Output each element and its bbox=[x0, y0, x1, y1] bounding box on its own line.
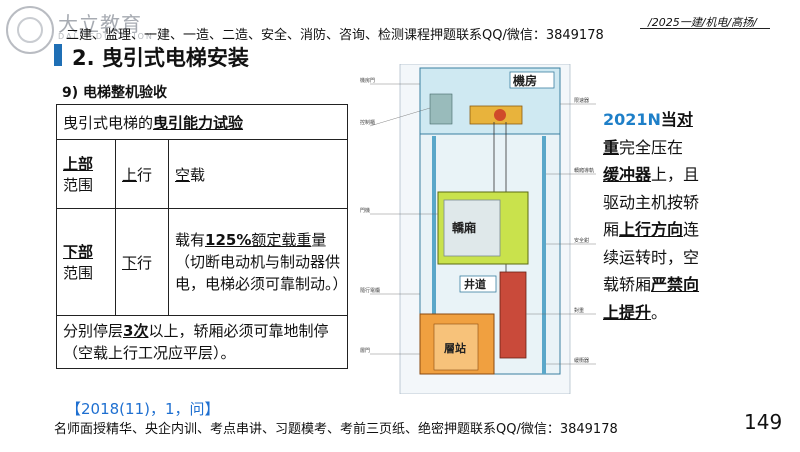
label-car-rail: 轎廂導軌 bbox=[574, 167, 594, 174]
table-header: 曳引式电梯的曳引能力试验 bbox=[56, 104, 348, 140]
label-door-operator: 門機 bbox=[360, 207, 370, 214]
elevator-diagram: 機房 轎廂 井道 層站 機房門 控制櫃 門機 隨行電纜 層門 限速器 轎廂導軌 … bbox=[360, 64, 596, 394]
range-cell: 上部范围 bbox=[56, 139, 116, 209]
traction-sheave bbox=[494, 109, 506, 121]
car-guide-rail-right bbox=[542, 136, 546, 374]
car-cabin bbox=[443, 199, 501, 257]
contact-banner: 二建、监理、一建、一造、二造、安全、消防、咨询、检测课程押题联系QQ/微信：38… bbox=[66, 28, 604, 43]
label-counterweight: 對重 bbox=[574, 307, 584, 314]
direction-cell: 上行 bbox=[115, 139, 169, 209]
title-accent bbox=[54, 44, 62, 66]
footer-banner: 名师面授精华、央企内训、考点串讲、习题模考、考前三页纸、绝密押题联系QQ/微信：… bbox=[54, 422, 618, 437]
divider bbox=[640, 28, 770, 29]
traction-test-table: 曳引式电梯的曳引能力试验 上部范围 上行 空载 下部范围 下行 载有125%额定… bbox=[56, 104, 348, 369]
brand-name: 大立教育 bbox=[58, 12, 142, 36]
machine-room-label: 機房 bbox=[513, 73, 537, 88]
page-number: 149 bbox=[744, 410, 783, 434]
table-footer: 分别停层3次以上，轿厢必须可靠地制停（空载上行工况应平层）。 bbox=[56, 315, 348, 369]
label-governor: 限速器 bbox=[574, 97, 589, 104]
course-path: /2025一建/机电/高扬/ bbox=[648, 16, 757, 29]
exam-note: 2021N当对重完全压在缓冲器上，且驱动主机按轿厢上行方向连续运转时，空载轿厢严… bbox=[603, 110, 700, 322]
counterweight bbox=[499, 271, 527, 359]
label-safety-gear: 安全鉗 bbox=[574, 237, 589, 244]
table-row: 下部范围 下行 载有125%额定载重量（切断电动机与制动器供电，电梯必须可靠制动… bbox=[56, 208, 348, 316]
car-label: 轎廂 bbox=[452, 220, 476, 235]
range-cell: 下部范围 bbox=[56, 208, 116, 316]
shaft-label-box bbox=[459, 275, 497, 293]
shaft-label: 井道 bbox=[464, 277, 486, 291]
label-travelling-cable: 隨行電纜 bbox=[360, 287, 380, 294]
table-row: 上部范围 上行 空载 bbox=[56, 139, 348, 209]
label-buffer: 緩衝器 bbox=[574, 357, 589, 364]
exam-reference: 【2018(11)，1，问】 bbox=[66, 400, 220, 418]
machine-room-label-box bbox=[509, 71, 555, 89]
condition-cell: 载有125%额定载重量（切断电动机与制动器供电，电梯必须可靠制动。） bbox=[168, 208, 348, 316]
label-landing-door: 層門 bbox=[360, 348, 370, 354]
car-guide-rail-left bbox=[432, 136, 436, 374]
table-footer-row: 分别停层3次以上，轿厢必须可靠地制停（空载上行工况应平层）。 bbox=[56, 315, 348, 369]
key-term: 曳引能力试验 bbox=[153, 113, 244, 132]
logo-emblem bbox=[6, 6, 54, 54]
label-control-cabinet: 控制櫃 bbox=[360, 119, 375, 126]
table-header-row: 曳引式电梯的曳引能力试验 bbox=[56, 104, 348, 140]
direction-cell: 下行 bbox=[115, 208, 169, 316]
section-title: 2. 曳引式电梯安装 bbox=[72, 46, 249, 70]
brand-sub: DALI EDUCATION bbox=[58, 32, 154, 41]
subsection-title: 9) 电梯整机验收 bbox=[62, 85, 168, 101]
landing-label: 層站 bbox=[444, 341, 466, 355]
control-cabinet bbox=[429, 93, 453, 125]
condition-cell: 空载 bbox=[168, 139, 348, 209]
label-machine-room-door: 機房門 bbox=[360, 77, 375, 84]
